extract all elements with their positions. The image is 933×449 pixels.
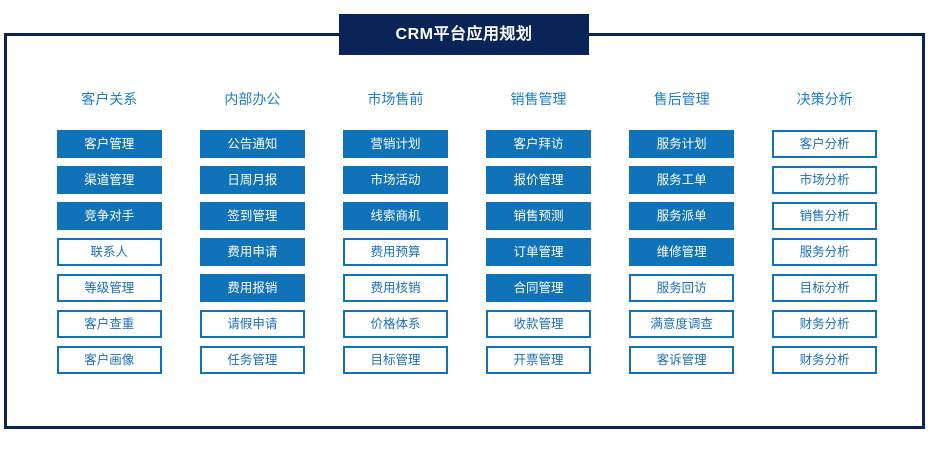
category-column: 销售管理客户拜访报价管理销售预测订单管理合同管理收款管理开票管理 xyxy=(486,88,591,388)
module-node[interactable]: 财务分析 xyxy=(772,346,877,374)
column-header: 内部办公 xyxy=(224,91,281,107)
module-node[interactable]: 服务回访 xyxy=(629,274,734,302)
category-column: 内部办公公告通知日周月报签到管理费用申请费用报销请假申请任务管理 xyxy=(200,88,305,388)
module-node[interactable]: 客户画像 xyxy=(57,346,162,374)
category-columns: 客户关系客户管理渠道管理竞争对手联系人等级管理客户查重客户画像内部办公公告通知日… xyxy=(57,88,877,388)
module-node[interactable]: 请假申请 xyxy=(200,310,305,338)
module-list: 客户管理渠道管理竞争对手联系人等级管理客户查重客户画像 xyxy=(57,130,162,374)
module-node[interactable]: 费用申请 xyxy=(200,238,305,266)
module-node[interactable]: 公告通知 xyxy=(200,130,305,158)
module-node[interactable]: 订单管理 xyxy=(486,238,591,266)
column-header: 决策分析 xyxy=(796,91,853,107)
module-node[interactable]: 等级管理 xyxy=(57,274,162,302)
module-node[interactable]: 报价管理 xyxy=(486,166,591,194)
module-node[interactable]: 日周月报 xyxy=(200,166,305,194)
module-node[interactable]: 费用核销 xyxy=(343,274,448,302)
module-node[interactable]: 服务工单 xyxy=(629,166,734,194)
module-list: 客户拜访报价管理销售预测订单管理合同管理收款管理开票管理 xyxy=(486,130,591,374)
module-node[interactable]: 收款管理 xyxy=(486,310,591,338)
module-node[interactable]: 服务分析 xyxy=(772,238,877,266)
module-node[interactable]: 目标管理 xyxy=(343,346,448,374)
module-node[interactable]: 营销计划 xyxy=(343,130,448,158)
module-node[interactable]: 价格体系 xyxy=(343,310,448,338)
module-node[interactable]: 客户拜访 xyxy=(486,130,591,158)
module-node[interactable]: 满意度调查 xyxy=(629,310,734,338)
page-title: CRM平台应用规划 xyxy=(395,25,533,43)
module-list: 营销计划市场活动线索商机费用预算费用核销价格体系目标管理 xyxy=(343,130,448,374)
module-node[interactable]: 销售预测 xyxy=(486,202,591,230)
module-node[interactable]: 任务管理 xyxy=(200,346,305,374)
column-header: 售后管理 xyxy=(653,91,710,107)
module-node[interactable]: 市场分析 xyxy=(772,166,877,194)
module-node[interactable]: 渠道管理 xyxy=(57,166,162,194)
module-node[interactable]: 联系人 xyxy=(57,238,162,266)
module-list: 服务计划服务工单服务派单维修管理服务回访满意度调查客诉管理 xyxy=(629,130,734,374)
module-node[interactable]: 签到管理 xyxy=(200,202,305,230)
category-column: 售后管理服务计划服务工单服务派单维修管理服务回访满意度调查客诉管理 xyxy=(629,88,734,388)
column-header: 销售管理 xyxy=(510,91,567,107)
module-list: 公告通知日周月报签到管理费用申请费用报销请假申请任务管理 xyxy=(200,130,305,374)
category-column: 市场售前营销计划市场活动线索商机费用预算费用核销价格体系目标管理 xyxy=(343,88,448,388)
module-node[interactable]: 客户分析 xyxy=(772,130,877,158)
module-node[interactable]: 开票管理 xyxy=(486,346,591,374)
module-node[interactable]: 客诉管理 xyxy=(629,346,734,374)
module-node[interactable]: 费用预算 xyxy=(343,238,448,266)
module-node[interactable]: 市场活动 xyxy=(343,166,448,194)
module-node[interactable]: 服务计划 xyxy=(629,130,734,158)
module-node[interactable]: 合同管理 xyxy=(486,274,591,302)
module-node[interactable]: 服务派单 xyxy=(629,202,734,230)
module-node[interactable]: 维修管理 xyxy=(629,238,734,266)
module-node[interactable]: 目标分析 xyxy=(772,274,877,302)
diagram-title-banner: CRM平台应用规划 xyxy=(339,14,589,55)
module-node[interactable]: 财务分析 xyxy=(772,310,877,338)
module-node[interactable]: 竞争对手 xyxy=(57,202,162,230)
module-list: 客户分析市场分析销售分析服务分析目标分析财务分析财务分析 xyxy=(772,130,877,374)
module-node[interactable]: 客户管理 xyxy=(57,130,162,158)
column-header: 市场售前 xyxy=(367,91,424,107)
module-node[interactable]: 销售分析 xyxy=(772,202,877,230)
module-node[interactable]: 线索商机 xyxy=(343,202,448,230)
module-node[interactable]: 费用报销 xyxy=(200,274,305,302)
category-column: 客户关系客户管理渠道管理竞争对手联系人等级管理客户查重客户画像 xyxy=(57,88,162,388)
category-column: 决策分析客户分析市场分析销售分析服务分析目标分析财务分析财务分析 xyxy=(772,88,877,388)
column-header: 客户关系 xyxy=(81,91,138,107)
module-node[interactable]: 客户查重 xyxy=(57,310,162,338)
